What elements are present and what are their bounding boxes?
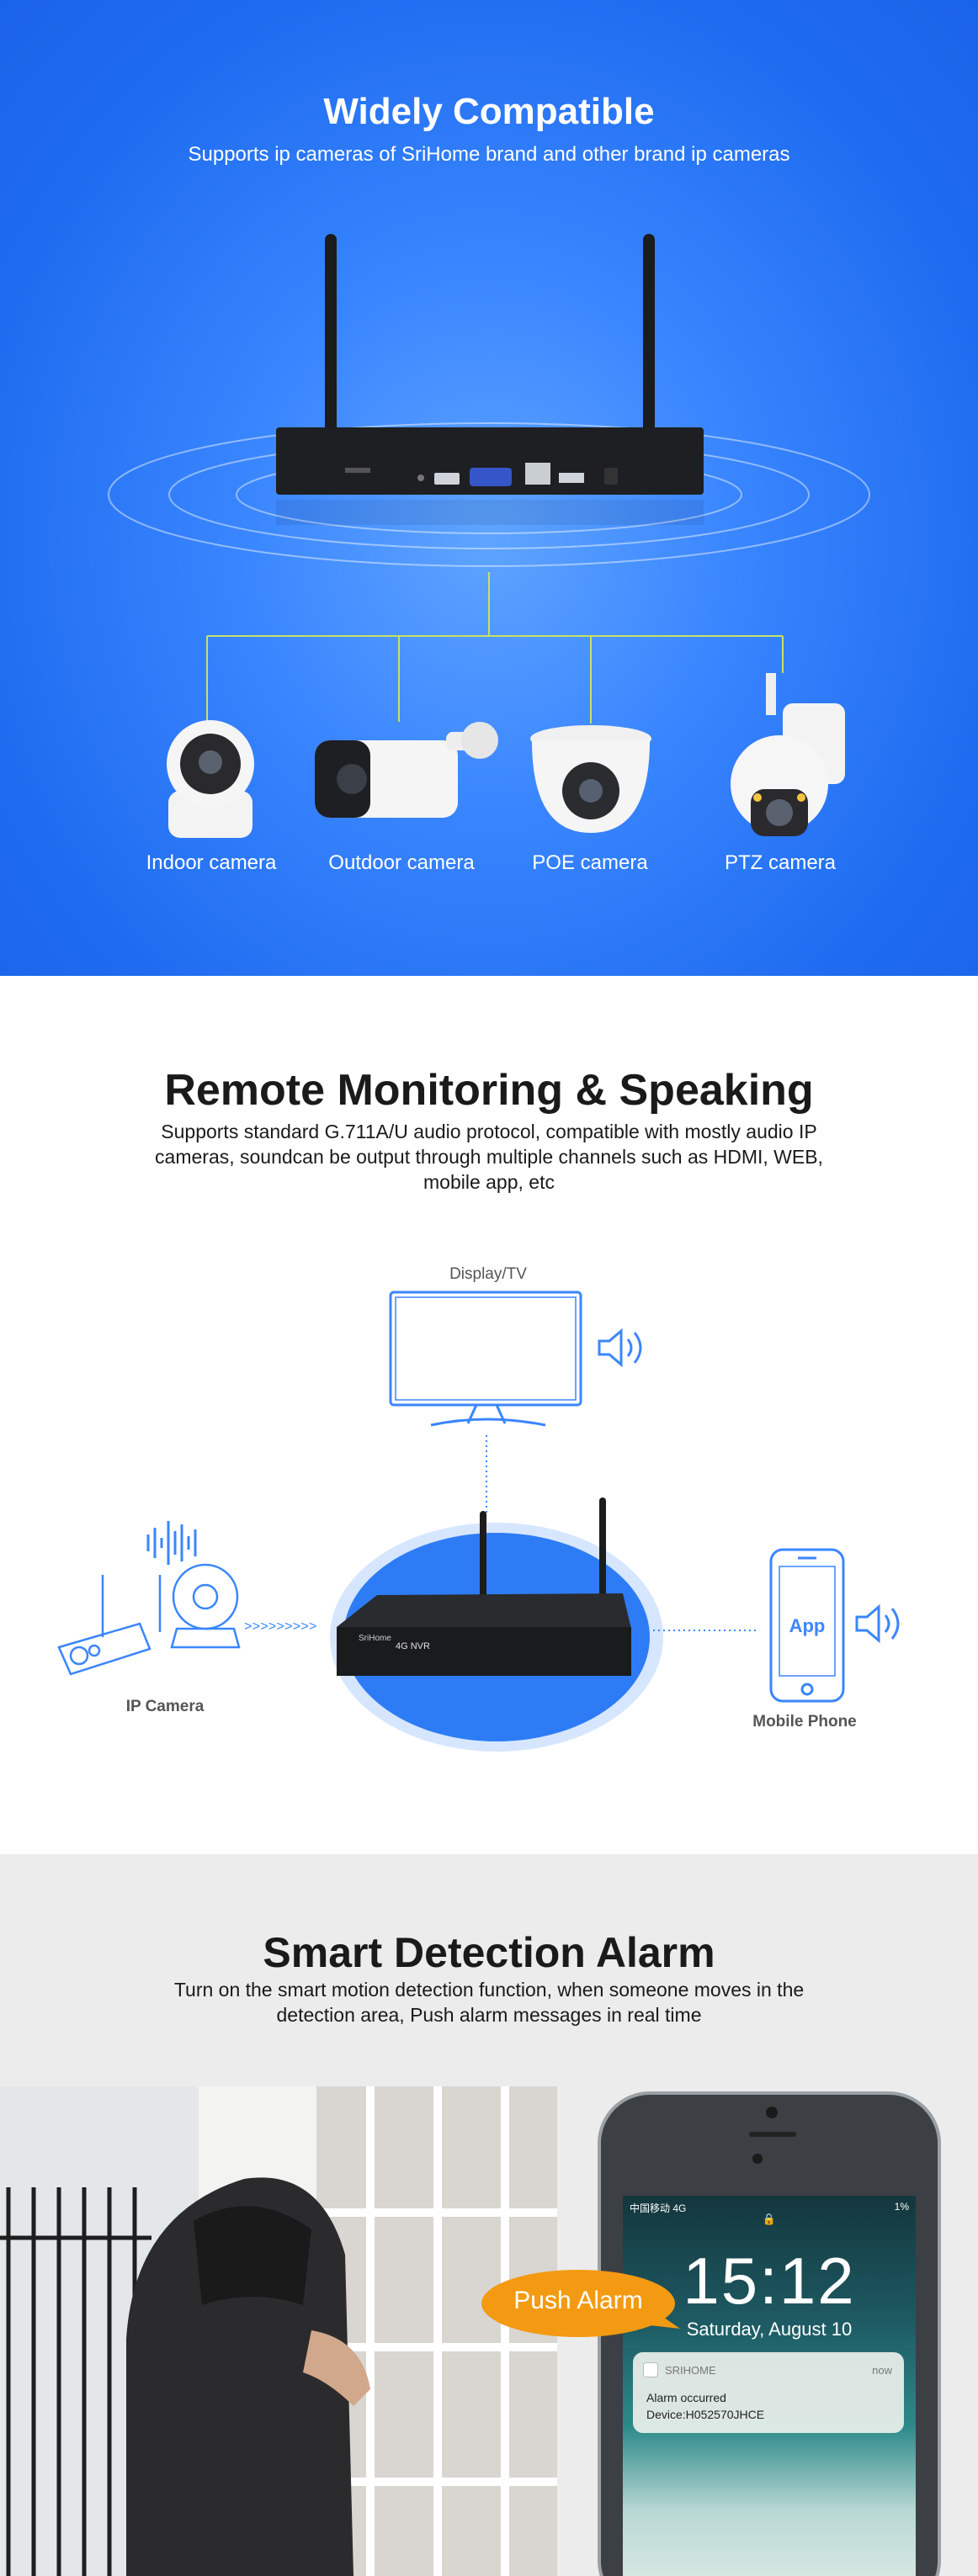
- notification-app-name: SRIHOME: [665, 2364, 716, 2377]
- status-bar: 中国移动 4G 1%: [630, 2201, 909, 2218]
- ptz-camera-label: PTZ camera: [724, 851, 837, 874]
- compatibility-section: Widely Compatible Supports ip cameras of…: [0, 0, 978, 976]
- outdoor-camera-label: Outdoor camera: [328, 851, 475, 874]
- notification-device: Device:H052570JHCE: [646, 2408, 765, 2421]
- remote-monitoring-section: SriHome 4G NVR >>>>>>>>>: [0, 976, 978, 1854]
- app-label: App: [789, 1615, 826, 1636]
- smartphone: 中国移动 4G 1% 🔒 15:12 Saturday, August 10 S…: [598, 2091, 941, 2576]
- remote-monitoring-description: Supports standard G.711A/U audio protoco…: [155, 1121, 823, 1193]
- front-camera: [766, 2107, 778, 2118]
- earpiece-speaker: [749, 2132, 796, 2137]
- srihome-app-icon: [643, 2362, 658, 2377]
- lock-time: 15:12: [683, 2244, 856, 2318]
- lock-icon: 🔒: [762, 2213, 777, 2225]
- nvr-device: [276, 234, 704, 525]
- indoor-camera-label: Indoor camera: [146, 851, 277, 874]
- alarm-notification[interactable]: SRIHOME now Alarm occurred Device:H05257…: [633, 2352, 904, 2433]
- poe-camera-icon: [530, 725, 651, 833]
- svg-text:SriHome: SriHome: [359, 1634, 391, 1643]
- remote-monitoring-title: Remote Monitoring & Speaking: [164, 1066, 814, 1115]
- battery-text: 1%: [894, 2201, 909, 2213]
- poe-camera-label: POE camera: [532, 851, 648, 874]
- push-alarm-bubble: Push Alarm: [481, 2266, 682, 2340]
- smart-detection-section: Smart Detection Alarm Turn on the smart …: [0, 1854, 978, 2576]
- svg-text:>>>>>>>>>: >>>>>>>>>: [244, 1619, 316, 1635]
- outdoor-camera-icon: [315, 722, 498, 818]
- notification-title: Alarm occurred: [646, 2391, 726, 2404]
- push-alarm-label: Push Alarm: [513, 2287, 643, 2314]
- mobile-phone-label: Mobile Phone: [752, 1713, 857, 1731]
- soundwave-icon: [146, 1521, 197, 1565]
- lock-date: Saturday, August 10: [686, 2319, 853, 2340]
- compatibility-title: Widely Compatible: [323, 91, 655, 132]
- tv-icon: [389, 1291, 582, 1427]
- ip-camera-icon: [57, 1563, 241, 1676]
- ptz-camera-icon: [731, 673, 845, 836]
- smart-detection-description: Turn on the smart motion detection funct…: [173, 1979, 805, 2026]
- compatibility-illustration: [108, 234, 870, 838]
- mobile-phone-icon: [769, 1548, 845, 1703]
- nvr-label: 4G NVR: [396, 1641, 430, 1651]
- tv-speaker-icon: [598, 1328, 642, 1368]
- notification-time: now: [872, 2364, 892, 2377]
- carrier-text: 中国移动 4G: [630, 2202, 687, 2214]
- indoor-camera-icon: [167, 720, 254, 838]
- audio-diagram: SriHome 4G NVR >>>>>>>>>: [57, 1291, 900, 1752]
- compatibility-subtitle: Supports ip cameras of SriHome brand and…: [188, 143, 790, 166]
- smart-detection-title: Smart Detection Alarm: [263, 1929, 715, 1976]
- intruder-photo: [0, 2086, 557, 2576]
- proximity-sensor: [752, 2154, 763, 2164]
- nvr-front-device: SriHome 4G NVR: [337, 1497, 631, 1676]
- ip-camera-label: IP Camera: [125, 1698, 205, 1715]
- lock-screen: 中国移动 4G 1% 🔒 15:12 Saturday, August 10 S…: [623, 2196, 916, 2576]
- display-tv-label: Display/TV: [449, 1265, 527, 1283]
- phone-speaker-icon: [855, 1603, 900, 1644]
